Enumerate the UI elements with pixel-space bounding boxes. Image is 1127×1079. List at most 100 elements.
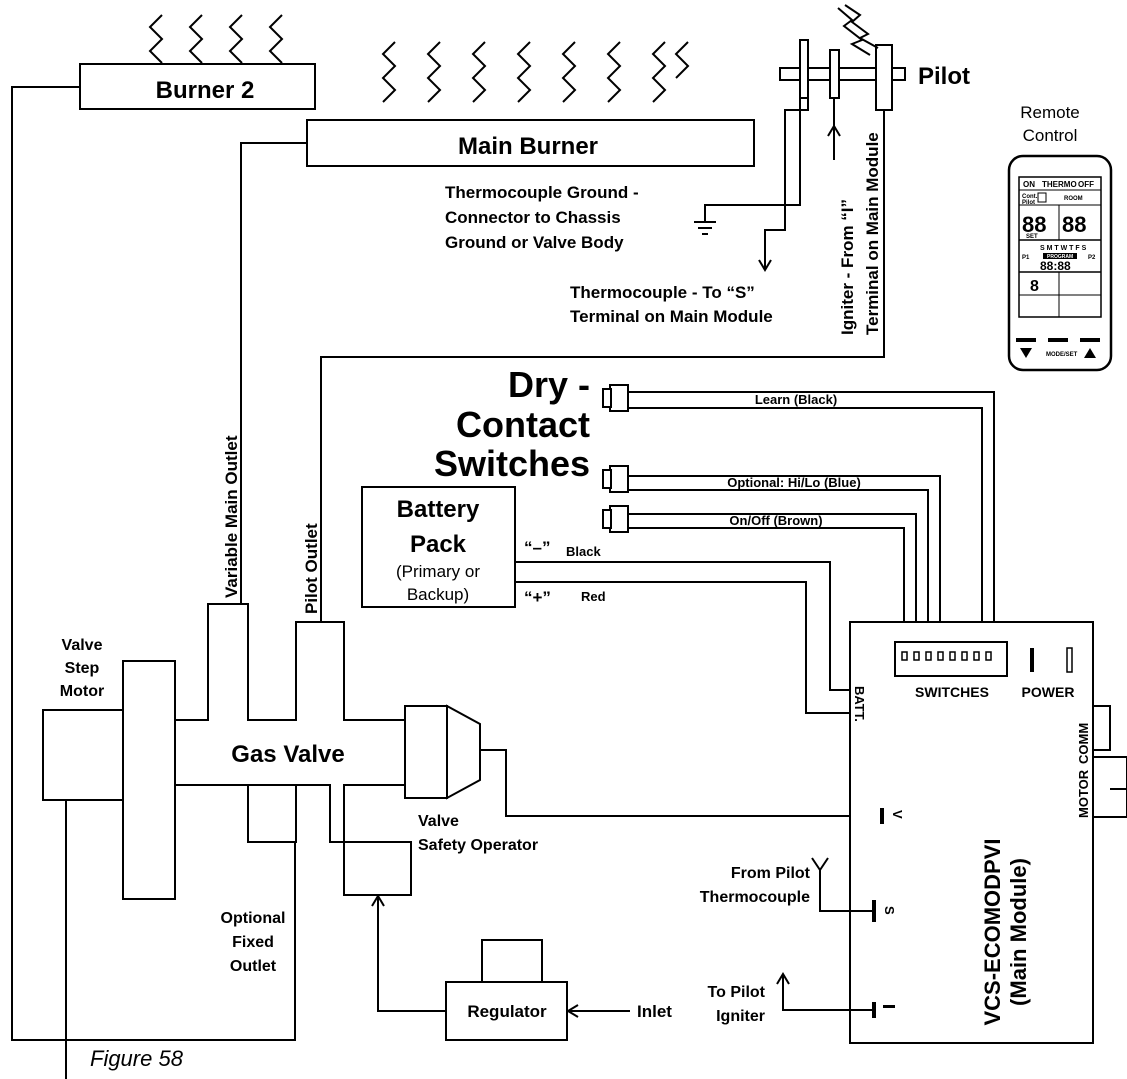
pilot-assembly [779,4,906,111]
step-motor-line3: Motor [60,683,104,700]
valve-safety-operator-body [404,705,448,799]
burner2-label: Burner 2 [156,77,255,104]
mode-set-button[interactable]: MODE/SET [1046,352,1078,358]
hilo-wire-label: Optional: Hi/Lo (Blue) [727,475,861,490]
onoff-wire-label: On/Off (Brown) [729,513,822,528]
lcd-days: S M T W T F S [1040,245,1087,252]
motor-label: MOTOR [1076,769,1091,818]
v-terminal [880,808,884,824]
pilot-supply-line [320,110,885,622]
lcd-p1: P1 [1022,255,1030,261]
variable-main-outlet-line [240,142,307,605]
s-label: S [882,906,897,915]
dry-contact-line1: Dry - [508,364,590,405]
remote-control-line2: Control [1023,126,1078,145]
battery-line3: (Primary or [396,562,480,581]
from-pilot-tc-line2: Thermocouple [700,889,810,906]
step-motor-line2: Step [65,660,100,677]
to-pilot-igniter-line1: To Pilot [708,984,766,1001]
main-burner-box [306,119,755,167]
gas-valve-label: Gas Valve [231,741,344,768]
thermocouple-s-line2: Terminal on Main Module [570,307,773,326]
main-burner-label: Main Burner [458,133,598,160]
hilo-wire-b [628,489,929,652]
switch-terminal-pins [901,651,992,661]
s-terminal [872,900,876,922]
module-name-line1: VCS-ECOMODPVI [980,838,1005,1025]
hilo-wire-a [628,475,941,652]
battery-line2: Pack [410,531,467,558]
negative-label: “–” [524,538,550,557]
switch-connector-onoff [602,505,629,533]
lcd-program-bar [1043,253,1077,259]
lcd-room-temp: 88 [1062,212,1086,237]
igniter-line2: Terminal on Main Module [863,132,882,335]
thermocouple-s-line1: Thermocouple - To “S” [570,283,755,302]
switch-connector-hilo [602,465,629,493]
valve-safety-operator-cap [446,704,481,800]
fixed-outlet-line3: Outlet [230,958,277,975]
thermocouple-ground-wire [704,98,801,222]
remote-control[interactable] [1007,154,1113,372]
valve-step-motor-flange [122,660,176,900]
inlet-label: Inlet [637,1002,672,1021]
learn-wire-label: Learn (Black) [755,392,837,407]
power-label: POWER [1022,684,1075,700]
lcd-thermo: THERMO [1042,180,1077,189]
i-label-mark [883,1005,895,1008]
battery-negative-wire [515,561,850,691]
battery-pack-box [361,486,516,608]
remote-control-line1: Remote [1020,103,1080,122]
onoff-wire-a [628,513,917,652]
down-arrow-button-icon[interactable] [1020,348,1032,358]
switch-connector-learn [602,384,629,412]
lcd-on: ON [1023,180,1035,189]
lcd-program: PROGRAM [1047,254,1073,260]
thermocouple-ground-line2: Connector to Chassis [445,208,621,227]
lcd-cont: Cont. [1022,194,1038,200]
lcd-clock: 88:88 [1040,259,1071,273]
comm-port [1092,705,1111,751]
positive-label: “+” [524,588,551,607]
battery-line4: Backup) [407,585,469,604]
valve-step-motor-box [42,709,124,801]
learn-wire-b [628,407,983,652]
red-label: Red [581,589,606,604]
up-arrow-button-icon[interactable] [1084,348,1096,358]
regulator-top [481,939,543,983]
safety-operator-v-wire [480,749,882,817]
thermocouple-ground-line1: Thermocouple Ground - [445,183,639,202]
pilot-label: Pilot [918,63,970,90]
lcd-set: SET [1026,234,1038,240]
module-name-line2: (Main Module) [1006,858,1031,1006]
pilot-outlet-label: Pilot Outlet [302,523,321,614]
i-terminal [872,1002,876,1018]
lcd-off: OFF [1078,180,1094,189]
batt-label: BATT. [852,686,867,722]
safety-op-line2: Safety Operator [418,837,538,854]
regulator-label: Regulator [467,1002,547,1021]
safety-op-line1: Valve [418,813,459,830]
main-module-box [849,621,1094,1044]
figure-caption: Figure 58 [90,1046,184,1071]
dry-contact-line3: Switches [434,443,590,484]
burner2-supply-line [11,86,296,1041]
igniter-line1: Igniter - From “I” [838,199,857,335]
black-label: Black [566,544,601,559]
motor-port [1092,756,1127,818]
onoff-wire-b [628,527,905,652]
lcd-pilot: Pilot [1022,200,1035,206]
power-switch-on[interactable] [1066,647,1073,673]
battery-positive-wire [515,581,850,714]
thermocouple-ground-line3: Ground or Valve Body [445,233,624,252]
variable-main-outlet-label: Variable Main Outlet [222,435,241,598]
step-motor-line1: Valve [62,637,103,654]
switches-label: SWITCHES [915,684,989,700]
pilot-igniter-wire [782,974,872,1011]
power-switch-off[interactable] [1030,648,1034,672]
to-pilot-igniter-line2: Igniter [716,1008,765,1025]
lcd-room: ROOM [1064,196,1083,202]
fixed-outlet-line2: Fixed [232,934,274,951]
